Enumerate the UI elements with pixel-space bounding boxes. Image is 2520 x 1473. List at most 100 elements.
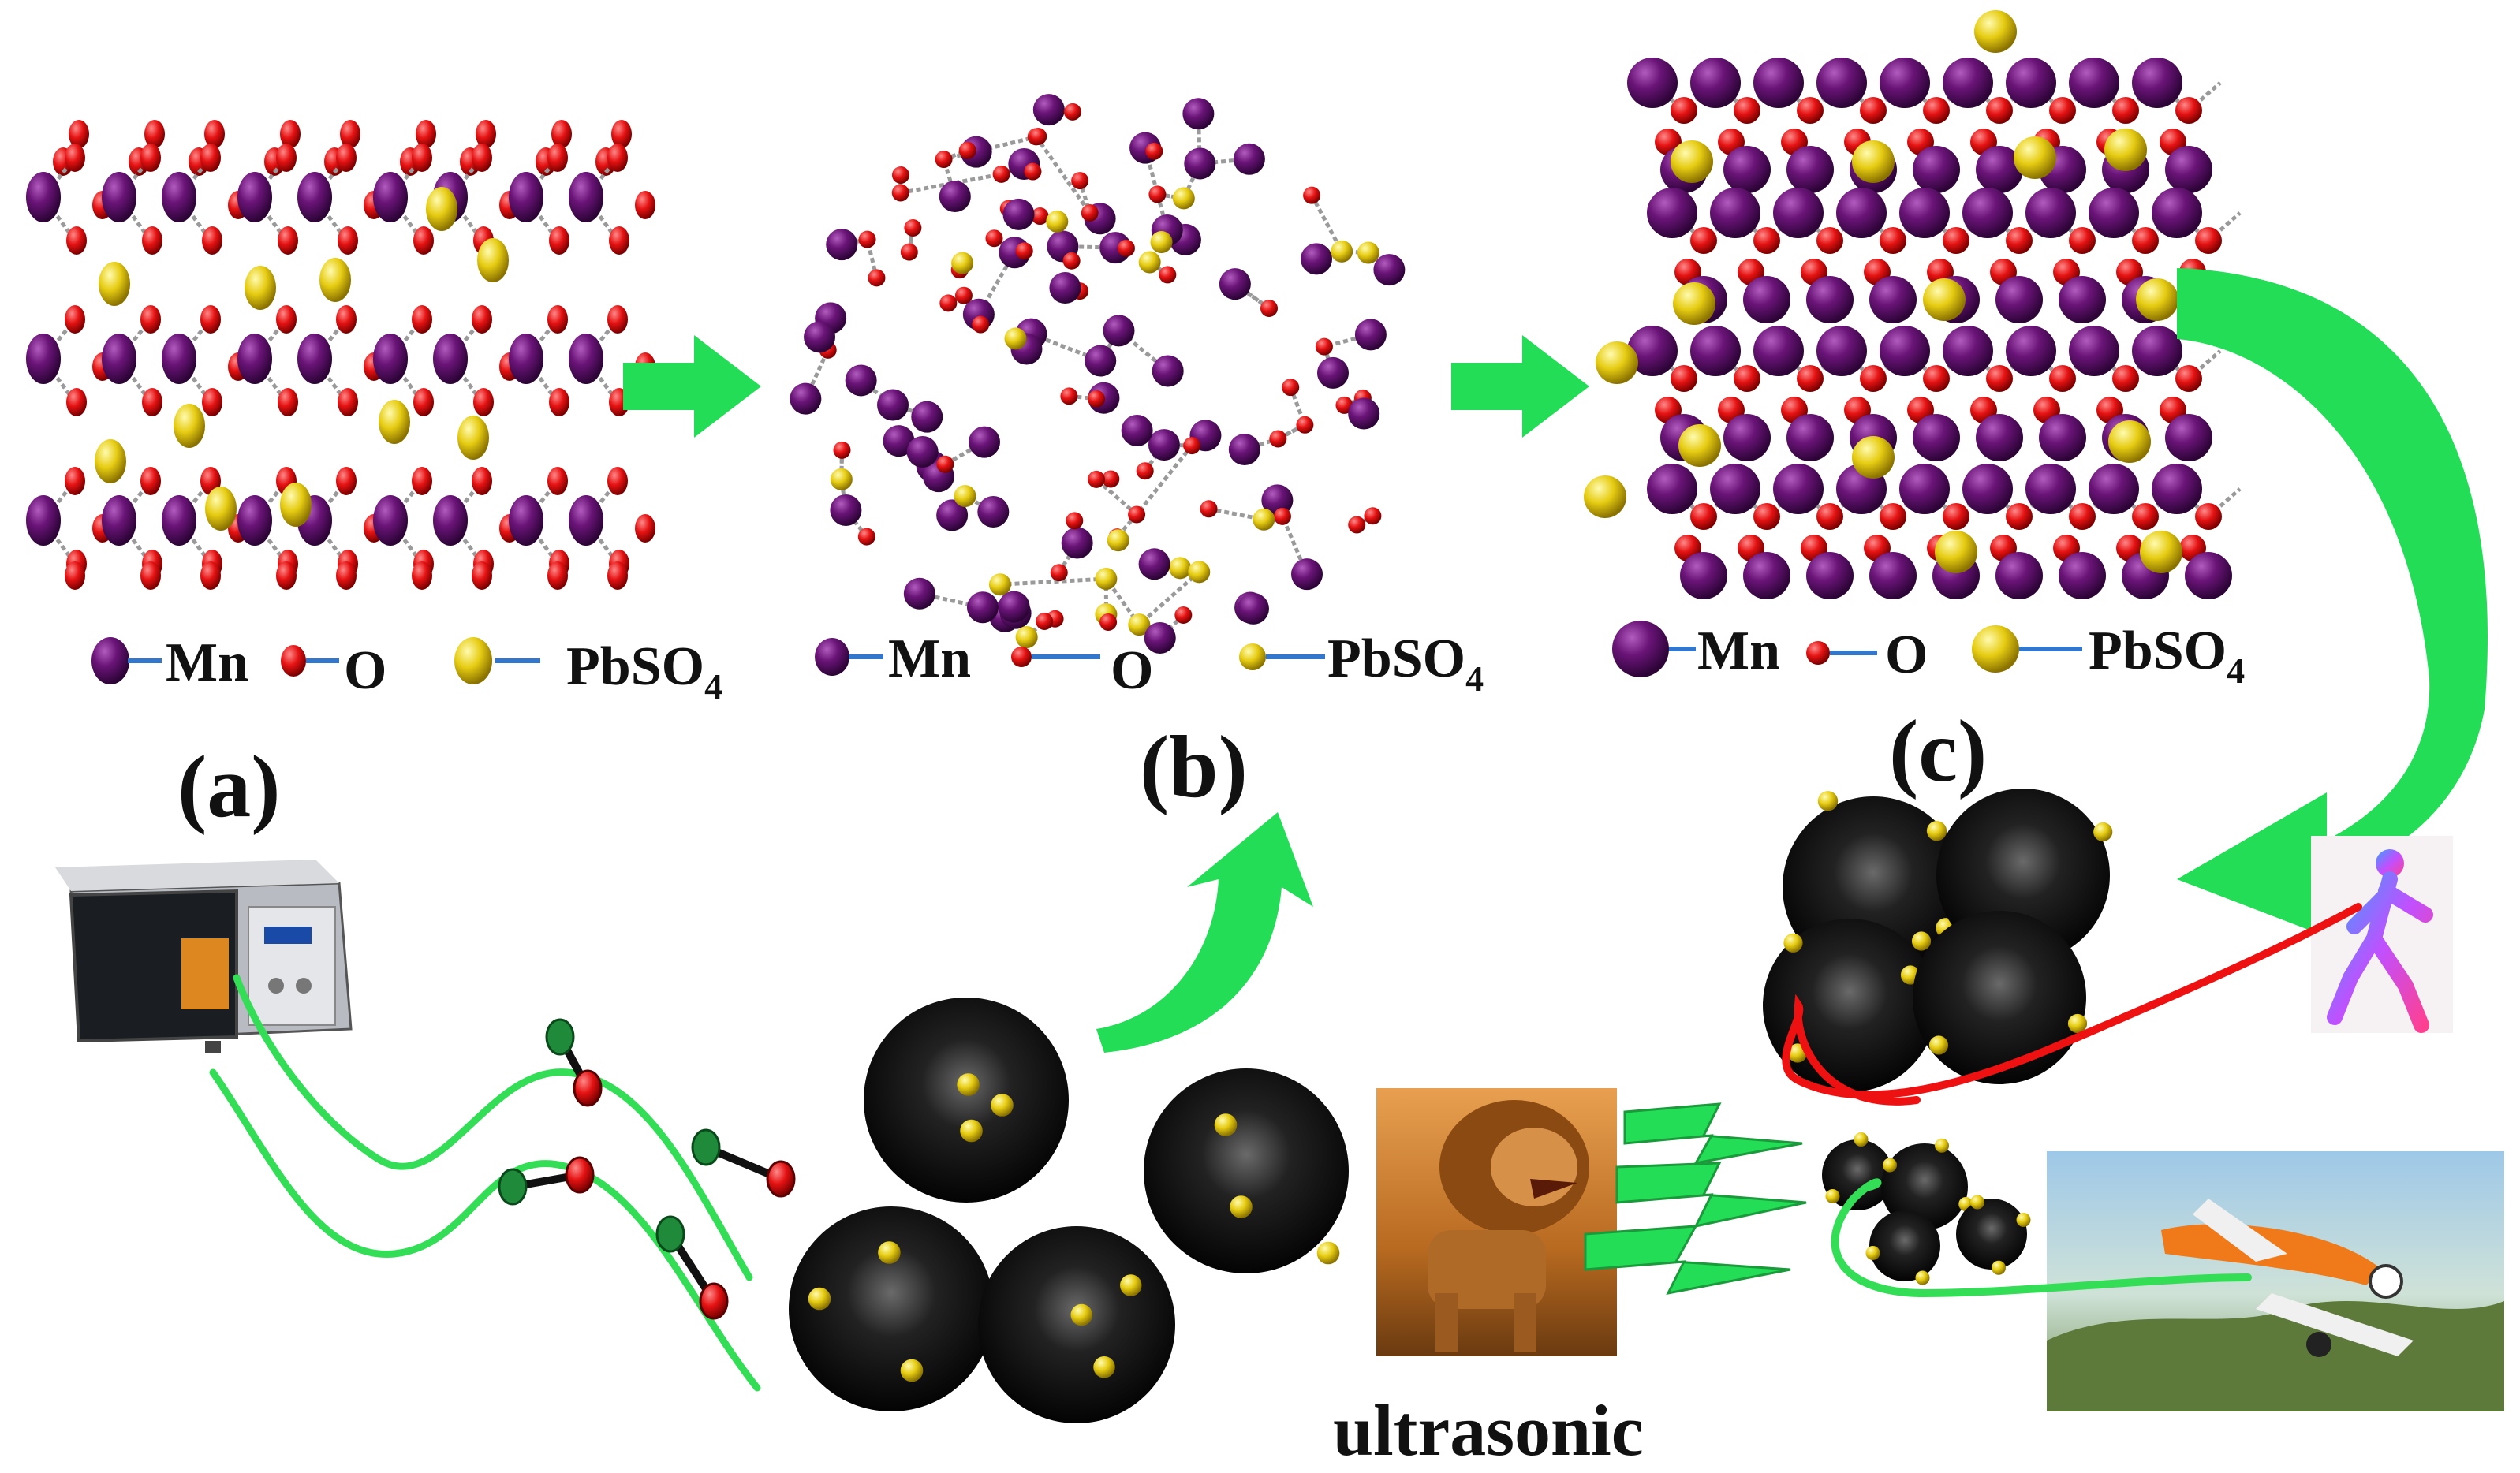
o-atom (904, 218, 922, 237)
mn-atom (509, 495, 543, 546)
pbso4-particle (960, 1119, 983, 1143)
pbso4-particle (957, 1073, 980, 1096)
pbso4-particle (1596, 341, 1638, 384)
nanoparticle-sphere (1869, 1210, 1940, 1281)
o-atom (1029, 128, 1047, 146)
pbso4-particle (1915, 1270, 1930, 1285)
mn-atom (1899, 464, 1950, 514)
o-atom (857, 528, 875, 546)
o-atom (412, 144, 432, 172)
mn-atom (373, 334, 408, 384)
pbso4-particle (830, 468, 853, 490)
pbso4-particle (2140, 531, 2182, 573)
mn-atom (1962, 464, 2013, 514)
nanoparticle-sphere (1913, 911, 2086, 1084)
o-atom (1282, 379, 1300, 397)
pbso4-particle (1128, 613, 1151, 636)
o-atom (549, 388, 569, 416)
o-atom (1031, 207, 1049, 226)
mn-atom (936, 499, 969, 531)
mn-atom (1049, 272, 1081, 304)
mn-atom (804, 321, 836, 353)
legend-b: Mn O PbSO4 (815, 628, 1484, 701)
o-atom (1066, 512, 1084, 530)
mn-atom (966, 591, 999, 624)
legend-a-pbso4: PbSO4 (566, 636, 722, 707)
mn-atom (1773, 188, 1824, 238)
o-atom (1303, 186, 1321, 204)
legend-b-o: O (1111, 640, 1153, 701)
o-atom (336, 305, 357, 334)
o-atom (200, 305, 221, 334)
o-atom (1200, 500, 1218, 518)
o-atom (1986, 97, 2013, 124)
mn-atom (2152, 188, 2202, 238)
o-atom (1145, 142, 1163, 160)
mn-atom (2132, 58, 2182, 108)
dipole-positive-end (691, 1128, 721, 1166)
o-atom (2132, 227, 2159, 254)
o-atom (2175, 97, 2202, 124)
mn-atom (297, 172, 332, 222)
mn-atom (969, 426, 1001, 458)
o-atom (1063, 103, 1081, 121)
o-atom (936, 455, 954, 473)
mn-atom (1753, 326, 1804, 376)
mn-atom (1233, 143, 1265, 175)
mn-atom (569, 334, 603, 384)
o-atom (276, 144, 297, 172)
o-atom (140, 305, 161, 334)
o-atom (340, 120, 360, 148)
mn-atom (2185, 552, 2232, 599)
mn-atom (1121, 414, 1153, 446)
o-atom (1102, 470, 1120, 488)
o-atom (1269, 430, 1287, 448)
mn-atom (1138, 548, 1170, 580)
o-atom (2195, 227, 2222, 254)
mn-atom (2025, 188, 2076, 238)
mn-atom (1869, 276, 1917, 323)
pbso4-particle (991, 1094, 1014, 1117)
mn-atom (569, 495, 603, 546)
o-atom (607, 144, 628, 172)
green-motion-trail (1831, 1178, 2252, 1298)
ultrasonic-label: ultrasonic (1333, 1390, 1644, 1471)
o-atom (1880, 503, 1906, 530)
o-atom (2175, 365, 2202, 392)
o-atom (1087, 470, 1105, 488)
mn-atom (1348, 397, 1380, 430)
red-motion-trail (1782, 903, 2362, 1106)
mn-atom (1869, 552, 1917, 599)
pbso4-particle (2136, 278, 2178, 321)
mn-atom (1976, 146, 2023, 193)
mn-atom (102, 172, 136, 222)
dipole-negative-end (766, 1160, 796, 1198)
mn-atom (102, 495, 136, 546)
pbso4-particle (379, 400, 410, 444)
mn-atom (1690, 326, 1741, 376)
mn-atom (883, 425, 915, 457)
mn-atom (1290, 558, 1323, 591)
bond (1095, 477, 1138, 516)
mn-atom (102, 334, 136, 384)
o-atom (611, 120, 632, 148)
o-atom (472, 305, 492, 334)
pbso4-particle (280, 483, 312, 527)
o-atom (1690, 227, 1717, 254)
o-atom (338, 388, 358, 416)
pbso4-particle (1316, 1241, 1340, 1265)
mn-atom (1899, 188, 1950, 238)
mn-atom (1680, 552, 1727, 599)
o-atom (607, 305, 628, 334)
pbso4-particle (2108, 420, 2151, 463)
o-atom (1174, 606, 1193, 624)
mn-atom (2165, 146, 2212, 193)
legend-c-pbso4: PbSO4 (2089, 621, 2245, 691)
mn-atom (2069, 326, 2119, 376)
o-atom (338, 226, 358, 255)
mn-atom (1061, 527, 1093, 559)
o-atom (1071, 172, 1089, 190)
o-atom (140, 561, 161, 590)
mn-atom (877, 389, 909, 421)
panel-c-label: (c) (1889, 703, 1987, 800)
